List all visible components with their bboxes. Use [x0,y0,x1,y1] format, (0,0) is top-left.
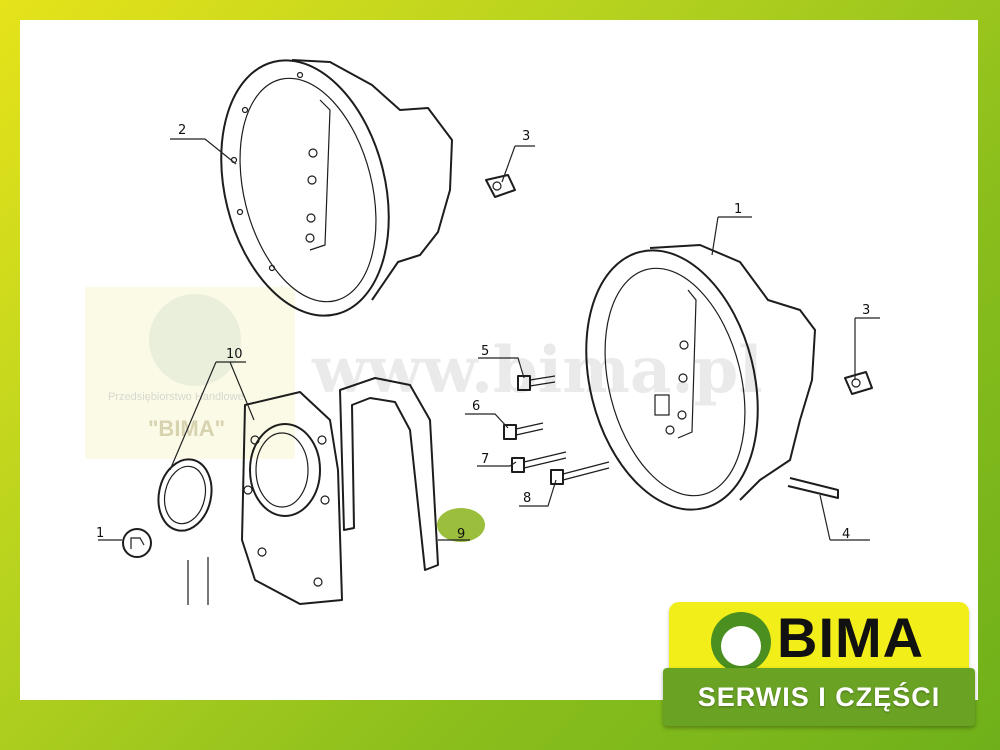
leader-lines [98,138,880,541]
brand-tagline: SERWIS I CZĘŚCI [697,682,941,712]
callout-3-top: 3 [522,129,530,144]
callout-8: 8 [523,491,531,506]
watermark: Przedsiębiorstwo Handlowe "BIMA" www.bim… [85,287,763,459]
cover-part-1-small [122,528,209,605]
watermark-ball-icon [149,294,241,386]
callout-2: 2 [178,123,186,138]
callout-10: 10 [226,347,243,362]
ball-icon [711,612,771,672]
brand-logo-top: BIMA [669,602,969,672]
bell-housing-part-1 [585,244,839,511]
bolt-part-6 [503,422,544,440]
callout-5: 5 [481,344,489,359]
callout-4: 4 [842,527,850,542]
highlight-part-9 [437,508,485,542]
gasket-part-9 [339,377,439,571]
rear-cover-plate [241,391,343,605]
brand-logo: BIMA SERWIS I CZĘŚCI [663,598,975,730]
seal-ring-part-10 [157,458,213,532]
brand-name: BIMA [777,606,925,669]
bell-housing-part-2 [220,59,453,317]
plug-part-3-right [844,371,873,395]
watermark-company-line: Przedsiębiorstwo Handlowe [108,391,244,403]
callouts: 2 3 1 3 4 5 6 7 8 9 10 1 [96,123,870,542]
bolt-part-8 [550,461,610,485]
brand-logo-bottom: SERWIS I CZĘŚCI [663,668,975,726]
callout-1-small: 1 [96,526,104,541]
watermark-company-name: "BIMA" [148,416,225,441]
callout-9: 9 [457,527,465,542]
plug-part-3-top [485,174,516,198]
callout-7: 7 [481,452,489,467]
callout-3-right: 3 [862,303,870,318]
callout-6: 6 [472,399,480,414]
callout-1-right: 1 [734,202,742,217]
